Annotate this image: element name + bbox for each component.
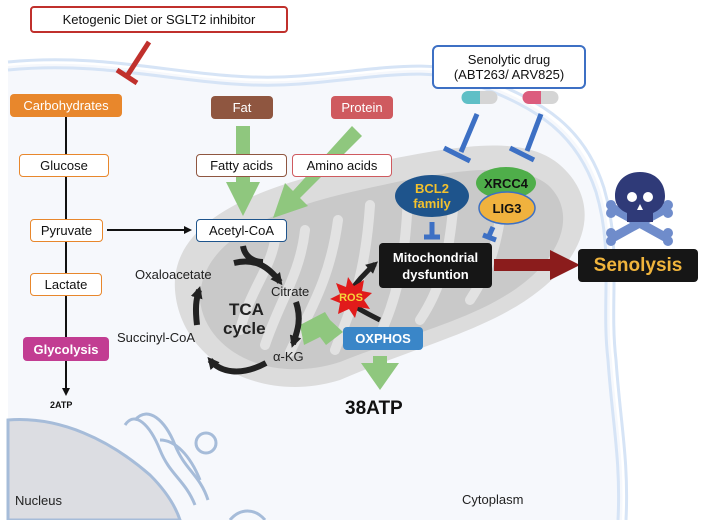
amino-acids-label: Amino acids [306,158,378,173]
inhibition-symbol-ketogenic [115,40,152,86]
nucleus-label: Nucleus [15,493,62,508]
lig3-label: LIG3 [493,201,522,216]
oxphos-to-atp-arrow [361,356,399,390]
glycolysis-label: Glycolysis [33,341,99,357]
carbohydrates-label: Carbohydrates [23,98,109,113]
senolytic-drug-line1: Senolytic drug [467,52,551,67]
citrate-to-oxphos-arrow [300,312,343,345]
mitochondrial-dysfunction-node: Mitochondrial dysfuntion [379,243,492,288]
skull-crossbones-icon [606,172,673,246]
glucose-label: Glucose [40,158,88,173]
ros-burst [330,277,372,318]
xrcc4-label: XRCC4 [484,176,529,191]
senolysis-node: Senolysis [578,249,698,282]
protein-node: Protein [331,96,393,119]
nucleus [6,418,182,520]
protein-label: Protein [341,100,383,115]
acetyl-coa-node: Acetyl-CoA [196,219,287,242]
dysfunction-to-senolysis-arrow [494,250,580,280]
glycolysis-node: Glycolysis [23,337,109,361]
tca-title-line2: cycle [223,319,266,338]
dysfunction-line1: Mitochondrial [392,249,479,265]
glycolysis-atp-label: 2ATP [50,400,73,410]
bcl2-label-line1: BCL2 [415,181,449,196]
glucose-node: Glucose [19,154,109,177]
ketogenic-inhibitor-box: Ketogenic Diet or SGLT2 inhibitor [30,6,288,33]
carbohydrates-node: Carbohydrates [10,94,122,117]
lactate-label: Lactate [44,277,88,292]
lig3-node [478,191,536,225]
pill-icon-1 [461,91,498,104]
endoplasmic-reticulum [123,412,267,520]
tca-cycle-arrows [190,245,302,375]
succinyl-coa-label: Succinyl-CoA [117,330,196,345]
oxphos-to-ros-arrow [354,304,382,323]
lactate-node: Lactate [30,273,102,296]
ros-label: ROS [339,292,363,304]
senolytic-drug-box: Senolytic drug (ABT263/ ARV825) [432,45,586,89]
fatty-acids-label: Fatty acids [210,158,273,173]
fat-node: Fat [211,96,273,119]
fatty-acids-node: Fatty acids [196,154,287,177]
akg-label: α-KG [273,349,304,364]
amino-acids-node: Amino acids [292,154,392,177]
senolytic-inhibition-symbols [424,113,544,243]
bcl2-label-line2: family [413,196,451,211]
citrate-label: Citrate [271,284,310,299]
senolysis-label: Senolysis [593,254,683,276]
oxphos-label: OXPHOS [355,331,411,346]
bcl2-family-node [395,175,469,217]
pyruvate-label: Pyruvate [40,223,93,238]
pill-icon-2 [522,91,559,104]
oxphos-atp-label: 38ATP [345,398,403,419]
oxphos-node: OXPHOS [343,327,423,350]
ketogenic-inhibitor-label: Ketogenic Diet or SGLT2 inhibitor [62,12,256,27]
oxaloacetate-label: Oxaloacetate [135,267,212,282]
senolytic-drug-line2: (ABT263/ ARV825) [453,67,565,82]
cell-membrane-inner [7,66,621,520]
fat-label: Fat [232,100,252,115]
acetyl-coa-label: Acetyl-CoA [208,223,275,238]
cytoplasm-label: Cytoplasm [462,492,524,507]
xrcc4-node [476,167,536,199]
dysfunction-line2: dysfuntion [402,266,469,282]
pyruvate-node: Pyruvate [30,219,103,242]
tca-title-line1: TCA [229,300,264,319]
